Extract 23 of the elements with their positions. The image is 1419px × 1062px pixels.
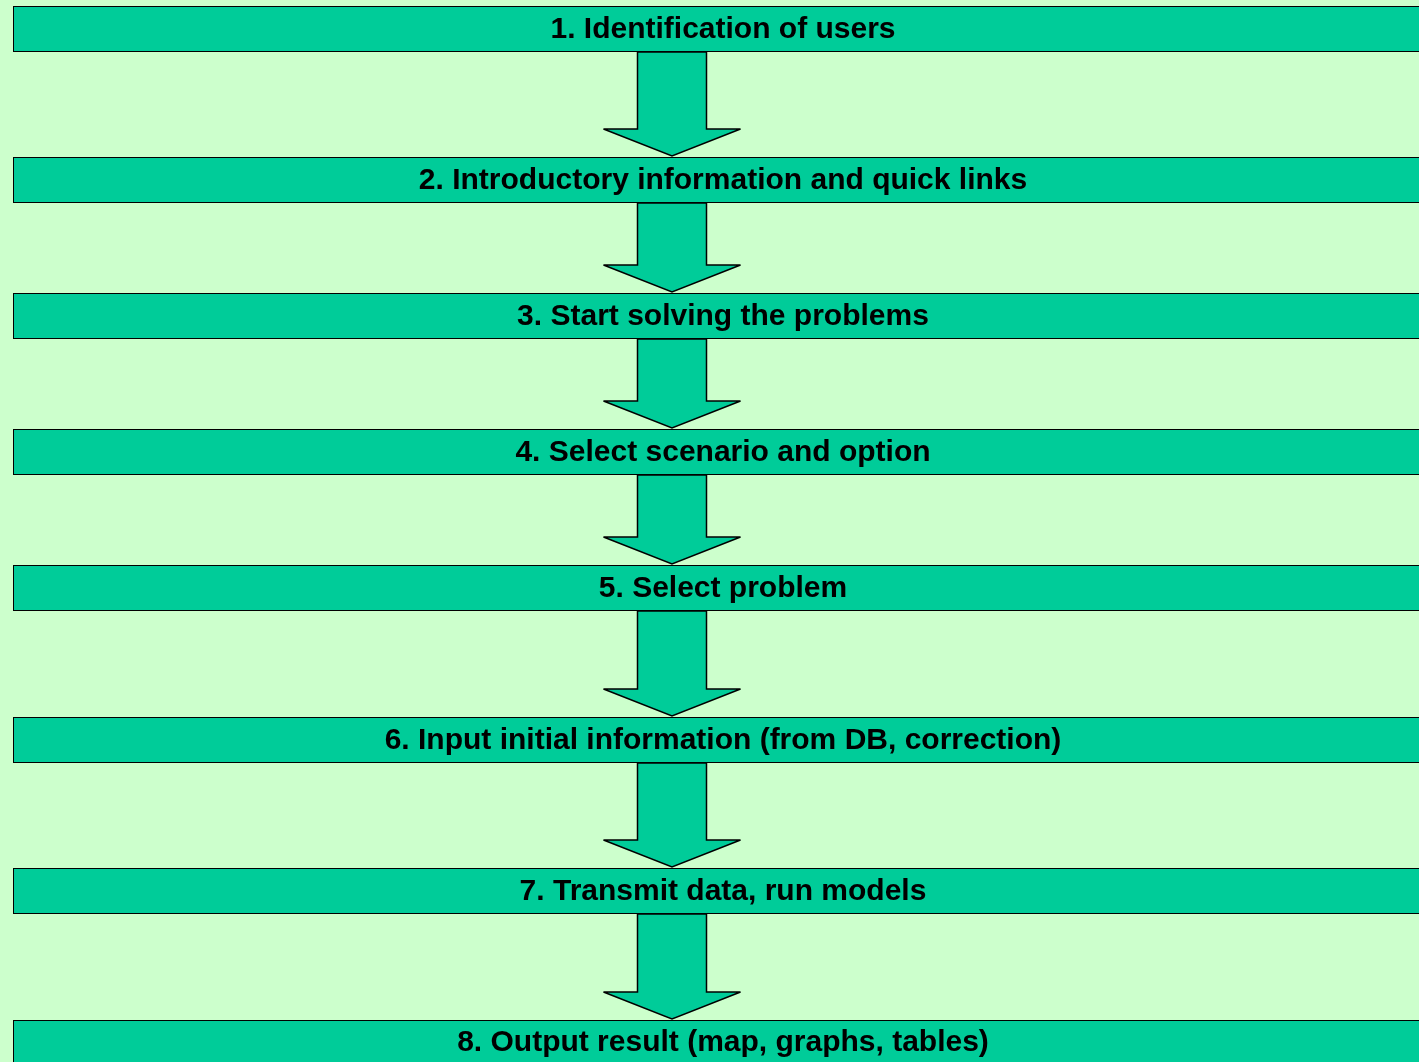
step-label: 5. Select problem — [597, 570, 849, 604]
step-label: 2. Introductory information and quick links — [417, 162, 1029, 196]
step-label: 4. Select scenario and option — [514, 434, 932, 468]
step-bar — [13, 6, 1419, 52]
step-label: 1. Identification of users — [549, 11, 897, 45]
step-bar — [13, 293, 1419, 339]
block-arrow — [602, 610, 742, 717]
step-bar — [13, 868, 1419, 914]
step-bar — [13, 565, 1419, 611]
step-bar — [13, 429, 1419, 475]
step-label: 8. Output result (map, graphs, tables) — [456, 1024, 990, 1058]
step-bar — [13, 717, 1419, 763]
block-arrow — [602, 338, 742, 429]
block-arrow — [602, 474, 742, 565]
block-arrow — [602, 202, 742, 293]
step-label: 3. Start solving the problems — [516, 298, 930, 332]
block-arrow — [602, 913, 742, 1020]
block-arrow — [602, 51, 742, 157]
step-bar — [13, 1020, 1419, 1062]
step-label: 6. Input initial information (from DB, correction) — [383, 722, 1063, 756]
step-bar — [13, 157, 1419, 203]
step-label: 7. Transmit data, run models — [518, 873, 928, 907]
block-arrow — [602, 762, 742, 868]
